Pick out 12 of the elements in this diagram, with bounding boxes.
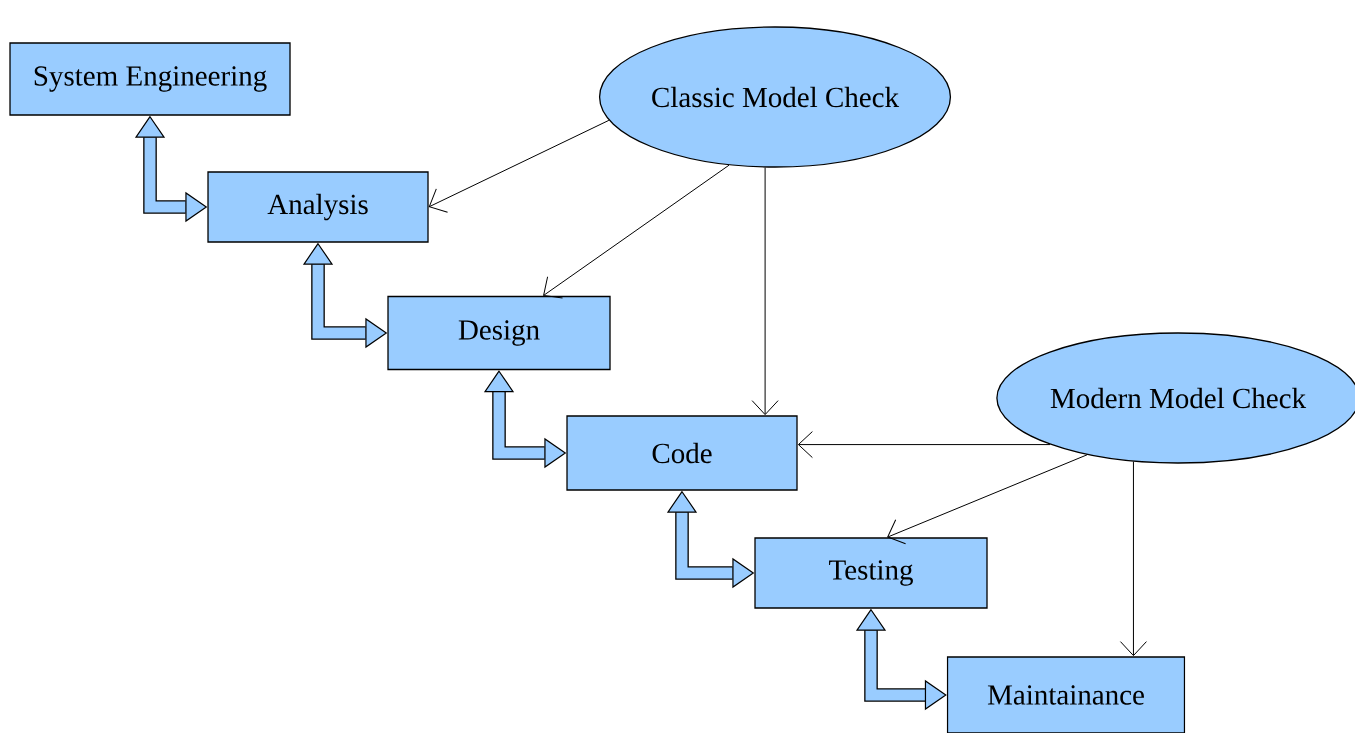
- process-box: Testing: [754, 537, 988, 609]
- process-box: Analysis: [207, 171, 429, 243]
- arrow: [797, 431, 1051, 459]
- arrow: [1119, 461, 1147, 657]
- arrow: [543, 164, 730, 299]
- arrow: [751, 167, 779, 416]
- process-box: Design: [387, 295, 611, 371]
- process-box: Maintainance: [946, 656, 1186, 733]
- process-box: System Engineering: [9, 42, 291, 116]
- arrow: [887, 454, 1088, 545]
- process-box: Code: [566, 415, 798, 491]
- arrow: [428, 119, 610, 213]
